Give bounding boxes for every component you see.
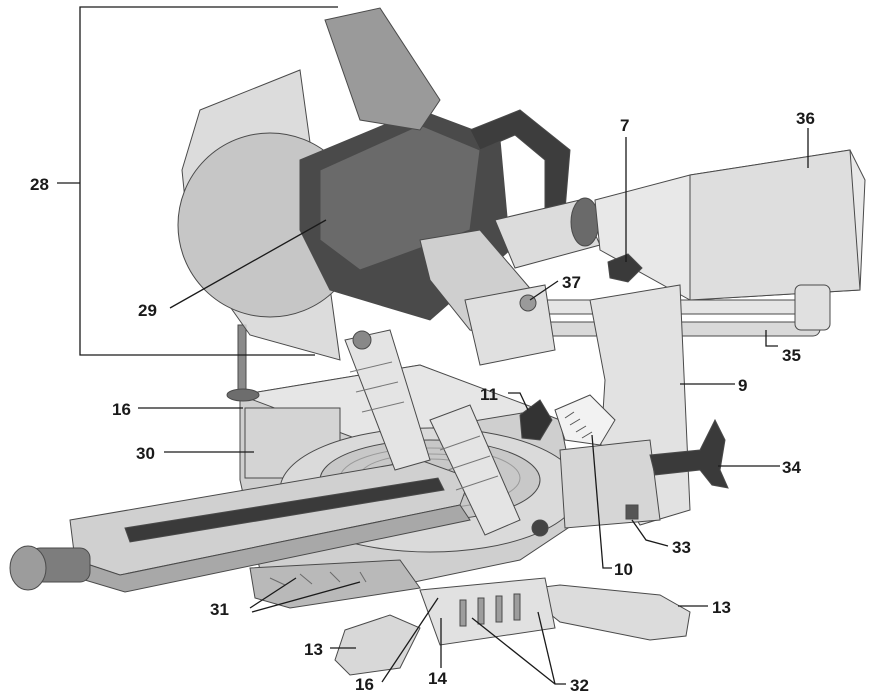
base-foot-left bbox=[334, 614, 421, 676]
leader-11 bbox=[508, 392, 529, 411]
leader-37 bbox=[529, 280, 559, 301]
leader-31b bbox=[251, 581, 361, 613]
leader-33 bbox=[631, 519, 669, 547]
callout-31: 31 bbox=[210, 600, 229, 619]
callout-7: 7 bbox=[620, 116, 629, 135]
callout-10: 10 bbox=[614, 560, 633, 579]
callout-28: 28 bbox=[30, 175, 49, 194]
left-fence bbox=[344, 329, 431, 471]
leader-35 bbox=[765, 330, 778, 347]
callout-32: 32 bbox=[570, 676, 589, 695]
callout-14: 14 bbox=[428, 669, 447, 688]
leader-29 bbox=[169, 219, 327, 309]
leader-28 bbox=[79, 6, 338, 356]
bevel-scale bbox=[554, 394, 616, 446]
extension-arm-strip bbox=[124, 477, 445, 543]
leader-10 bbox=[591, 434, 612, 569]
callout-13a: 13 bbox=[712, 598, 731, 617]
clamp-rod bbox=[237, 324, 247, 396]
front-support-block bbox=[419, 577, 556, 646]
callout-11: 11 bbox=[480, 385, 498, 404]
rail-end-cap bbox=[794, 284, 831, 331]
callout-34: 34 bbox=[782, 458, 801, 477]
callout-16a: 16 bbox=[112, 400, 131, 419]
miter-scale-plate bbox=[249, 559, 421, 609]
miter-saw-illustration bbox=[9, 7, 866, 676]
table-side-knob bbox=[531, 519, 549, 537]
callout-36: 36 bbox=[796, 109, 815, 128]
callout-37: 37 bbox=[562, 273, 581, 292]
rear-lock-lever bbox=[649, 418, 729, 489]
callout-33: 33 bbox=[672, 538, 691, 557]
support-block-slots bbox=[459, 593, 521, 627]
fence-scale-ticks bbox=[349, 361, 499, 491]
dust-tube-collar bbox=[570, 197, 600, 247]
base-foot-right bbox=[518, 584, 691, 641]
rear-stop-bolt bbox=[625, 504, 639, 520]
callout-labels: 7 36 28 29 37 35 9 11 16 30 34 33 10 31 … bbox=[30, 109, 815, 695]
callout-16b: 16 bbox=[355, 675, 374, 694]
callout-29: 29 bbox=[138, 301, 157, 320]
callout-30: 30 bbox=[136, 444, 155, 463]
rail-bracket bbox=[464, 284, 556, 366]
clamp-foot bbox=[226, 388, 260, 402]
motor-cap bbox=[324, 7, 441, 131]
miter-scale-marks bbox=[269, 571, 367, 586]
fence-knob bbox=[352, 330, 372, 350]
callout-13b: 13 bbox=[304, 640, 323, 659]
tilt-knob bbox=[607, 253, 643, 283]
leader-16b bbox=[381, 597, 439, 683]
right-fence bbox=[429, 404, 521, 536]
front-handle-knob bbox=[9, 545, 47, 591]
rear-column-base bbox=[559, 439, 661, 529]
leader-32b bbox=[537, 611, 556, 685]
leader-31a bbox=[249, 577, 297, 609]
callout-9: 9 bbox=[738, 376, 747, 395]
dust-bag-shade bbox=[689, 149, 861, 301]
bevel-scale-ticks bbox=[564, 411, 593, 439]
callout-35: 35 bbox=[782, 346, 801, 365]
leader-lines bbox=[57, 6, 809, 685]
